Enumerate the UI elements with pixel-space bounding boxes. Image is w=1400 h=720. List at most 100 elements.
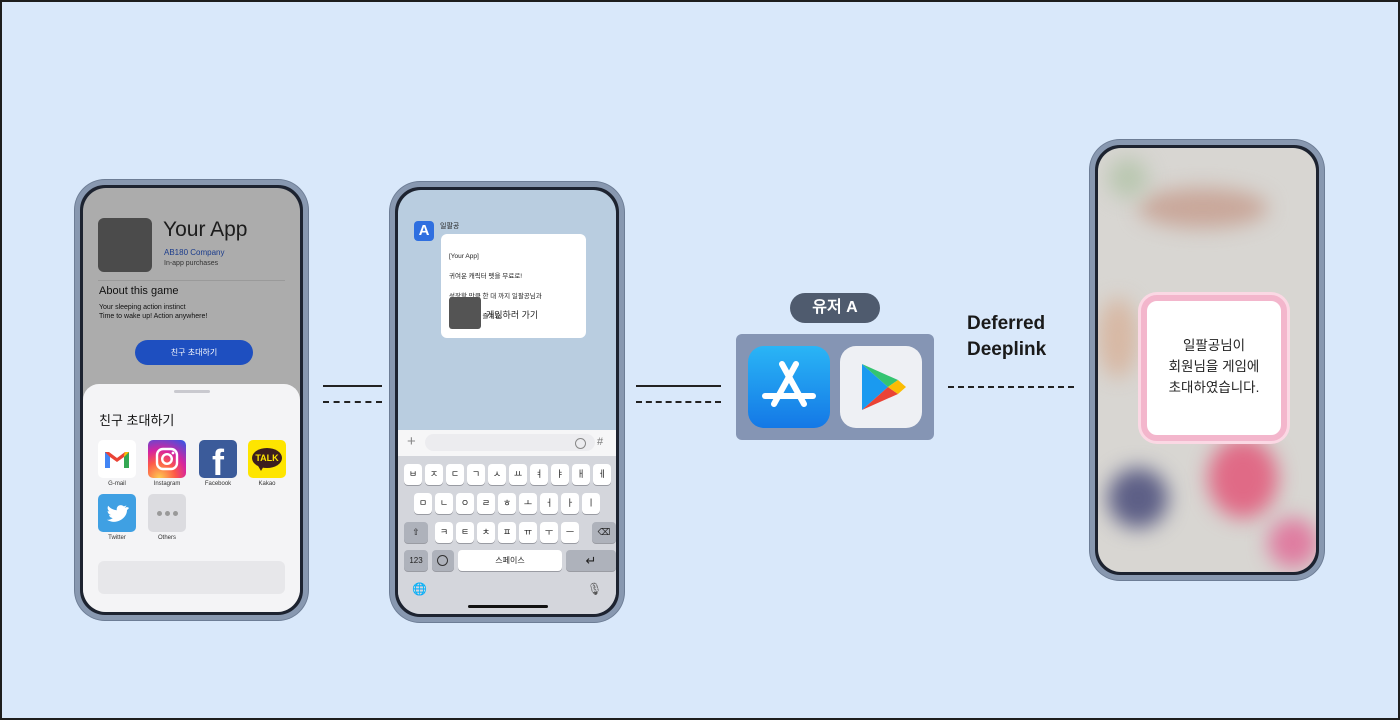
keyboard-key[interactable]: ㅓ xyxy=(540,493,558,514)
emoji-key[interactable] xyxy=(432,550,454,571)
keyboard-key[interactable]: ㅕ xyxy=(530,464,548,485)
keyboard-key[interactable]: ㅗ xyxy=(519,493,537,514)
sheet-grabber[interactable] xyxy=(173,390,210,393)
invite-message: 일팔공님이 회원님을 게임에 초대하였습니다. xyxy=(1168,338,1260,395)
app-purchases: In-app purchases xyxy=(164,260,219,267)
share-gmail[interactable]: G-mail xyxy=(97,440,137,487)
google-play-icon[interactable] xyxy=(840,346,922,428)
about-line: Time to wake up! Action anywhere! xyxy=(99,313,208,320)
keyboard-key[interactable]: ㅛ xyxy=(509,464,527,485)
keyboard-key[interactable]: ㅈ xyxy=(425,464,443,485)
space-key[interactable]: 스페이스 xyxy=(458,550,562,571)
share-kakao[interactable]: TALK Kakao xyxy=(247,440,287,487)
phone-app-invite: Your App AB180 Company In-app purchases … xyxy=(75,180,308,620)
keyboard-key[interactable]: ㅏ xyxy=(561,493,579,514)
app-store-icon[interactable] xyxy=(748,346,830,428)
plus-icon[interactable]: + xyxy=(407,433,416,450)
emoji-icon[interactable] xyxy=(575,438,586,449)
share-label: Instagram xyxy=(153,481,181,487)
message-line: 귀여운 캐릭터 펫을 무료로! xyxy=(449,273,523,280)
deferred-line: Deferred xyxy=(967,313,1046,334)
keyboard-key[interactable]: ㅅ xyxy=(488,464,506,485)
connector-dashed xyxy=(948,386,1074,388)
keyboard: + # ㅂㅈㄷㄱㅅㅛㅕㅑㅐㅔㅁㄴㅇㄹㅎㅗㅓㅏㅣㅋㅌㅊㅍㅠㅜㅡ ⇧ ⌫ 123 스… xyxy=(398,430,616,614)
share-instagram[interactable]: Instagram xyxy=(147,440,187,487)
facebook-icon: f xyxy=(199,440,237,478)
keyboard-key[interactable]: ㅊ xyxy=(477,522,495,543)
share-facebook[interactable]: f Facebook xyxy=(198,440,238,487)
connector-solid xyxy=(323,385,382,387)
blurred-shape xyxy=(1268,518,1316,568)
invite-modal[interactable]: 일팔공님이 회원님을 게임에 초대하였습니다. xyxy=(1141,295,1287,441)
blurred-shape xyxy=(1138,188,1268,228)
keyboard-key[interactable]: ㅋ xyxy=(435,522,453,543)
keyboard-key[interactable]: ㄹ xyxy=(477,493,495,514)
app-company[interactable]: AB180 Company xyxy=(164,248,225,257)
deferred-deeplink-label: Deferred Deeplink xyxy=(967,311,1046,363)
sheet-bottom-field[interactable] xyxy=(98,561,285,594)
keyboard-key[interactable]: ㅎ xyxy=(498,493,516,514)
chat-input-bar: + # xyxy=(398,430,616,456)
hash-icon[interactable]: # xyxy=(597,436,604,448)
connector-solid xyxy=(636,385,721,387)
keyboard-key[interactable]: ㅡ xyxy=(561,522,579,543)
blurred-shape xyxy=(1108,158,1148,198)
sender-avatar: A xyxy=(414,221,434,241)
blurred-shape xyxy=(1098,298,1138,378)
message-line: [Your App] xyxy=(449,253,479,260)
number-key[interactable]: 123 xyxy=(404,550,428,571)
share-label: Others xyxy=(157,535,176,541)
invite-friend-button[interactable]: 친구 초대하기 xyxy=(135,340,253,365)
connector-dashed xyxy=(323,401,382,403)
message-line: 성장할 만큼 한 대 까지 일팔공님과 xyxy=(449,293,542,300)
keyboard-key[interactable]: ㅌ xyxy=(456,522,474,543)
share-others[interactable]: Others xyxy=(147,494,187,541)
more-icon xyxy=(148,494,186,532)
user-a-label: 유저 A xyxy=(790,293,880,323)
share-label: Twitter xyxy=(108,535,126,541)
shift-key[interactable]: ⇧ xyxy=(404,522,428,543)
about-description: Your sleeping action instinct Time to wa… xyxy=(99,303,207,321)
keyboard-key[interactable]: ㅜ xyxy=(540,522,558,543)
keyboard-key[interactable]: ㄷ xyxy=(446,464,464,485)
instagram-icon xyxy=(148,440,186,478)
blurred-shape xyxy=(1108,468,1168,528)
about-title: About this game xyxy=(99,285,179,297)
phone-messenger: A 일팔공 [Your App] 귀여운 캐릭터 펫을 무료로! 성장할 만큼 … xyxy=(390,182,624,622)
globe-icon[interactable]: 🌐 xyxy=(412,582,427,596)
kakao-icon: TALK xyxy=(248,440,286,478)
keyboard-key[interactable]: ㅐ xyxy=(572,464,590,485)
sender-name: 일팔공 xyxy=(440,223,460,230)
keyboard-key[interactable]: ㄴ xyxy=(435,493,453,514)
app-title: Your App xyxy=(163,218,248,241)
divider xyxy=(98,280,285,281)
facebook-glyph: f xyxy=(212,442,224,478)
phone-screen-app: Your App AB180 Company In-app purchases … xyxy=(83,188,300,612)
message-bubble[interactable]: [Your App] 귀여운 캐릭터 펫을 무료로! 성장할 만큼 한 대 까지… xyxy=(441,234,586,338)
play-game-link[interactable]: 게임하러 가기 xyxy=(486,310,539,320)
keyboard-key[interactable]: ㅂ xyxy=(404,464,422,485)
keyboard-key[interactable]: ㅣ xyxy=(582,493,600,514)
keyboard-key[interactable]: ㅑ xyxy=(551,464,569,485)
keyboard-key[interactable]: ㄱ xyxy=(467,464,485,485)
share-label: Facebook xyxy=(204,481,232,487)
keyboard-key[interactable]: ㅍ xyxy=(498,522,516,543)
app-icon xyxy=(98,218,152,272)
keyboard-key[interactable]: ㅠ xyxy=(519,522,537,543)
share-label: Kakao xyxy=(258,481,276,487)
mic-icon[interactable]: 🎙 xyxy=(587,582,603,596)
emoji-key-icon xyxy=(437,555,448,566)
app-store-group xyxy=(736,334,934,440)
keyboard-key[interactable]: ㅔ xyxy=(593,464,611,485)
keyboard-key[interactable]: ㅁ xyxy=(414,493,432,514)
keyboard-key[interactable]: ㅇ xyxy=(456,493,474,514)
about-line: Your sleeping action instinct xyxy=(99,304,186,311)
backspace-key[interactable]: ⌫ xyxy=(592,522,616,543)
chat-input[interactable] xyxy=(425,434,595,451)
enter-key[interactable]: ↵ xyxy=(566,550,616,571)
gmail-icon xyxy=(98,440,136,478)
home-indicator xyxy=(468,605,548,608)
message-thumbnail xyxy=(449,297,481,329)
share-twitter[interactable]: Twitter xyxy=(97,494,137,541)
kakao-badge: TALK xyxy=(255,453,279,463)
